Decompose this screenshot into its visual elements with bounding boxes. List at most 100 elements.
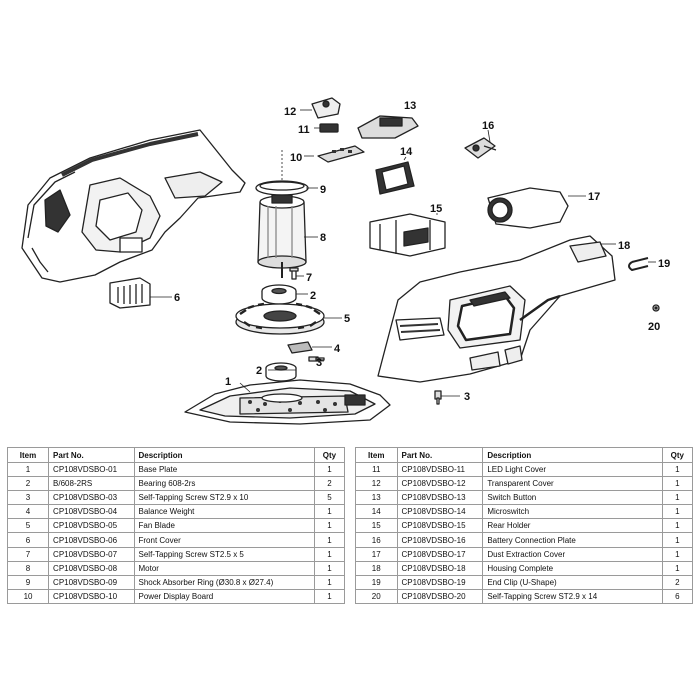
cell-part-no: CP108VDSBO-18 bbox=[396, 560, 484, 576]
cell-description: Housing Complete bbox=[482, 560, 663, 576]
callout-16: 16 bbox=[482, 120, 494, 132]
cell-item: 2 bbox=[6, 476, 50, 492]
cell-description: Rear Holder bbox=[482, 518, 663, 534]
cell-part-no: CP108VDSBO-15 bbox=[396, 518, 484, 534]
cell-part-no: CP108VDSBO-10 bbox=[48, 588, 135, 604]
part-led-light-cover bbox=[319, 123, 339, 133]
part-screw-st2-9-x10-lower bbox=[434, 390, 442, 405]
header-qty: Qty bbox=[313, 447, 346, 463]
part-fan-blade bbox=[235, 302, 325, 335]
part-screw-st2-9-x14 bbox=[652, 304, 660, 312]
header-item: Item bbox=[355, 447, 398, 463]
cell-description: End Clip (U-Shape) bbox=[482, 574, 663, 590]
cell-part-no: CP108VDSBO-19 bbox=[396, 574, 484, 590]
cell-qty: 1 bbox=[313, 504, 346, 520]
cell-part-no: CP108VDSBO-09 bbox=[48, 574, 135, 590]
cell-item: 15 bbox=[355, 518, 398, 534]
cell-qty: 2 bbox=[661, 574, 694, 590]
callout-11: 11 bbox=[298, 124, 310, 136]
part-screw-st2-5 bbox=[289, 267, 299, 280]
part-dust-extraction-cover bbox=[487, 187, 569, 229]
part-transparent-cover bbox=[311, 97, 341, 119]
cell-description: Base Plate bbox=[133, 461, 315, 478]
callout-3-upper: 3 bbox=[316, 357, 322, 369]
part-end-clip bbox=[628, 257, 649, 271]
header-description: Description bbox=[133, 447, 315, 463]
callout-9: 9 bbox=[320, 184, 326, 196]
cell-part-no: CP108VDSBO-13 bbox=[396, 490, 484, 506]
cell-part-no: CP108VDSBO-07 bbox=[48, 546, 135, 562]
cell-description: Shock Absorber Ring (Ø30.8 x Ø27.4) bbox=[133, 574, 315, 590]
cell-part-no: CP108VDSBO-08 bbox=[48, 560, 135, 576]
cell-part-no: CP108VDSBO-04 bbox=[48, 504, 135, 520]
cell-description: Battery Connection Plate bbox=[482, 532, 663, 548]
cell-qty: 1 bbox=[661, 461, 694, 478]
cell-qty: 1 bbox=[313, 588, 346, 604]
callout-17: 17 bbox=[588, 191, 600, 203]
header-item: Item bbox=[6, 447, 50, 463]
part-power-display-board bbox=[317, 145, 365, 163]
cell-part-no: CP108VDSBO-01 bbox=[48, 461, 135, 478]
header-qty: Qty bbox=[661, 447, 694, 463]
cell-description: Motor bbox=[133, 560, 315, 576]
cell-qty: 1 bbox=[313, 518, 346, 534]
callout-15: 15 bbox=[430, 203, 442, 215]
cell-part-no: B/608-2RS bbox=[48, 476, 135, 492]
part-switch-button bbox=[357, 115, 419, 139]
cell-item: 13 bbox=[355, 490, 398, 506]
cell-qty: 1 bbox=[661, 518, 694, 534]
callout-5: 5 bbox=[344, 313, 350, 325]
callout-4: 4 bbox=[334, 343, 341, 355]
cell-item: 4 bbox=[6, 504, 50, 520]
cell-qty: 1 bbox=[313, 560, 346, 576]
cell-item: 9 bbox=[6, 574, 50, 590]
callout-2-lower: 2 bbox=[256, 365, 262, 377]
cell-part-no: CP108VDSBO-17 bbox=[396, 546, 484, 562]
cell-qty: 1 bbox=[661, 476, 694, 492]
part-battery-connection-plate bbox=[464, 137, 497, 159]
cell-part-no: CP108VDSBO-06 bbox=[48, 532, 135, 548]
cell-description: Balance Weight bbox=[133, 504, 315, 520]
cell-qty: 1 bbox=[313, 532, 346, 548]
cell-item: 8 bbox=[6, 560, 50, 576]
callout-20: 20 bbox=[648, 321, 660, 333]
callout-13: 13 bbox=[404, 100, 416, 112]
part-motor bbox=[257, 150, 307, 278]
exploded-view-diagram: 1 2 2 3 3 4 5 6 7 8 9 10 11 12 13 14 15 … bbox=[21, 97, 670, 425]
callout-7: 7 bbox=[306, 272, 312, 284]
cell-qty: 1 bbox=[313, 461, 346, 478]
cell-item: 1 bbox=[6, 461, 50, 478]
part-front-cover bbox=[21, 129, 246, 283]
cell-item: 14 bbox=[355, 504, 398, 520]
cell-item: 10 bbox=[6, 588, 50, 604]
callout-14: 14 bbox=[400, 146, 413, 158]
callout-3-lower: 3 bbox=[464, 391, 470, 403]
cell-qty: 5 bbox=[313, 490, 346, 506]
cell-qty: 1 bbox=[661, 504, 694, 520]
cell-part-no: CP108VDSBO-14 bbox=[396, 504, 484, 520]
callout-18: 18 bbox=[618, 240, 630, 252]
callout-labels: 1 2 2 3 3 4 5 6 7 8 9 10 11 12 13 14 15 … bbox=[174, 100, 670, 403]
cell-description: Switch Button bbox=[482, 490, 663, 506]
cell-qty: 1 bbox=[313, 546, 346, 562]
cell-description: Self-Tapping Screw ST2.5 x 5 bbox=[133, 546, 315, 562]
callout-2-upper: 2 bbox=[310, 290, 316, 302]
part-housing-complete bbox=[377, 235, 616, 383]
cell-description: Self-Tapping Screw ST2.9 x 14 bbox=[482, 588, 663, 604]
cell-item: 20 bbox=[355, 588, 398, 604]
